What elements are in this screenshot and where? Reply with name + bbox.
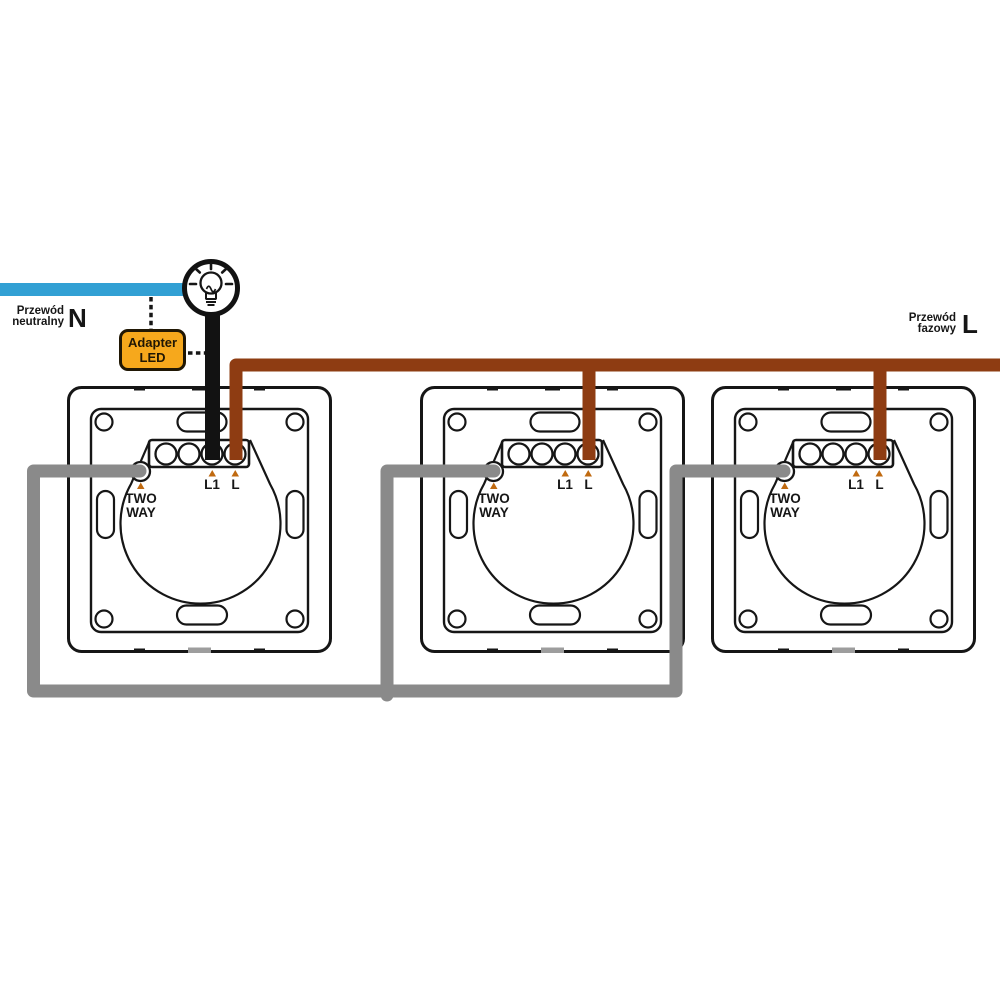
top-slot — [176, 411, 228, 433]
right-keyhole-slot — [638, 489, 658, 540]
screw-icon — [285, 609, 305, 629]
screw-icon — [94, 609, 114, 629]
right-keyhole-slot — [929, 489, 949, 540]
l-marker-icon — [875, 470, 883, 477]
terminal-l1 — [553, 442, 577, 466]
screw-icon — [638, 412, 658, 432]
two-way-label-line2: WAY — [126, 505, 156, 520]
two-way-label-line2: WAY — [770, 505, 800, 520]
light-bulb-icon — [182, 259, 240, 317]
switch-module-2: L1 L TWO WAY — [420, 386, 685, 653]
top-slot — [529, 411, 581, 433]
neutral-wire-symbol: N — [68, 303, 87, 333]
screw-icon — [738, 609, 758, 629]
neutral-wire-label: Przewód neutralny — [4, 306, 64, 327]
terminal-1 — [154, 442, 178, 466]
screw-icon — [929, 609, 949, 629]
terminal-l — [576, 442, 600, 466]
adapter-label-line1: Adapter — [127, 335, 178, 350]
bottom-slot — [528, 604, 582, 626]
screw-icon — [94, 412, 114, 432]
terminal-1 — [798, 442, 822, 466]
left-keyhole-slot — [448, 489, 469, 540]
terminal-l-label: L — [584, 477, 592, 492]
terminal-l1-label: L1 — [557, 477, 573, 492]
adapter-label-line2: LED — [139, 350, 166, 365]
two-way-label-line2: WAY — [479, 505, 509, 520]
left-keyhole-slot — [95, 489, 116, 540]
terminal-2 — [821, 442, 845, 466]
left-keyhole-slot — [739, 489, 760, 540]
terminal-l-label: L — [231, 477, 239, 492]
terminal-l1-label: L1 — [848, 477, 864, 492]
two-way-terminal — [482, 460, 505, 483]
terminal-l1 — [844, 442, 868, 466]
screw-icon — [738, 412, 758, 432]
neutral-wire-label-line1: Przewód — [16, 305, 64, 317]
phase-wire-label-line1: Przewód — [908, 312, 956, 324]
terminal-2 — [177, 442, 201, 466]
two-way-terminal — [129, 460, 152, 483]
adapter-led-box: Adapter LED — [119, 329, 186, 371]
screw-icon — [447, 412, 467, 432]
terminal-l — [867, 442, 891, 466]
bottom-slot — [175, 604, 229, 626]
terminal-l1 — [200, 442, 224, 466]
two-way-terminal — [773, 460, 796, 483]
two-way-label-line1: TWO — [125, 491, 157, 506]
screw-icon — [447, 609, 467, 629]
terminal-2 — [530, 442, 554, 466]
right-keyhole-slot — [285, 489, 305, 540]
switch-module-3: L1 L TWO WAY — [711, 386, 976, 653]
top-slot — [820, 411, 872, 433]
phase-wire-symbol: L — [962, 309, 978, 339]
terminal-l — [223, 442, 247, 466]
two-way-label-line1: TWO — [769, 491, 801, 506]
two-way-label-line1: TWO — [478, 491, 510, 506]
bottom-slot — [819, 604, 873, 626]
switch-module-1: L1 L TWO WAY — [67, 386, 332, 653]
neutral-wire-label-line2: neutralny — [12, 315, 64, 328]
terminal-l1-label: L1 — [204, 477, 220, 492]
phase-wire-label-line2: fazowy — [917, 322, 956, 335]
l1-marker-icon — [852, 470, 860, 477]
screw-icon — [285, 412, 305, 432]
screw-icon — [929, 412, 949, 432]
terminal-1 — [507, 442, 531, 466]
terminal-l-label: L — [875, 477, 883, 492]
phase-wire-label: Przewód fazowy — [893, 313, 956, 334]
screw-icon — [638, 609, 658, 629]
